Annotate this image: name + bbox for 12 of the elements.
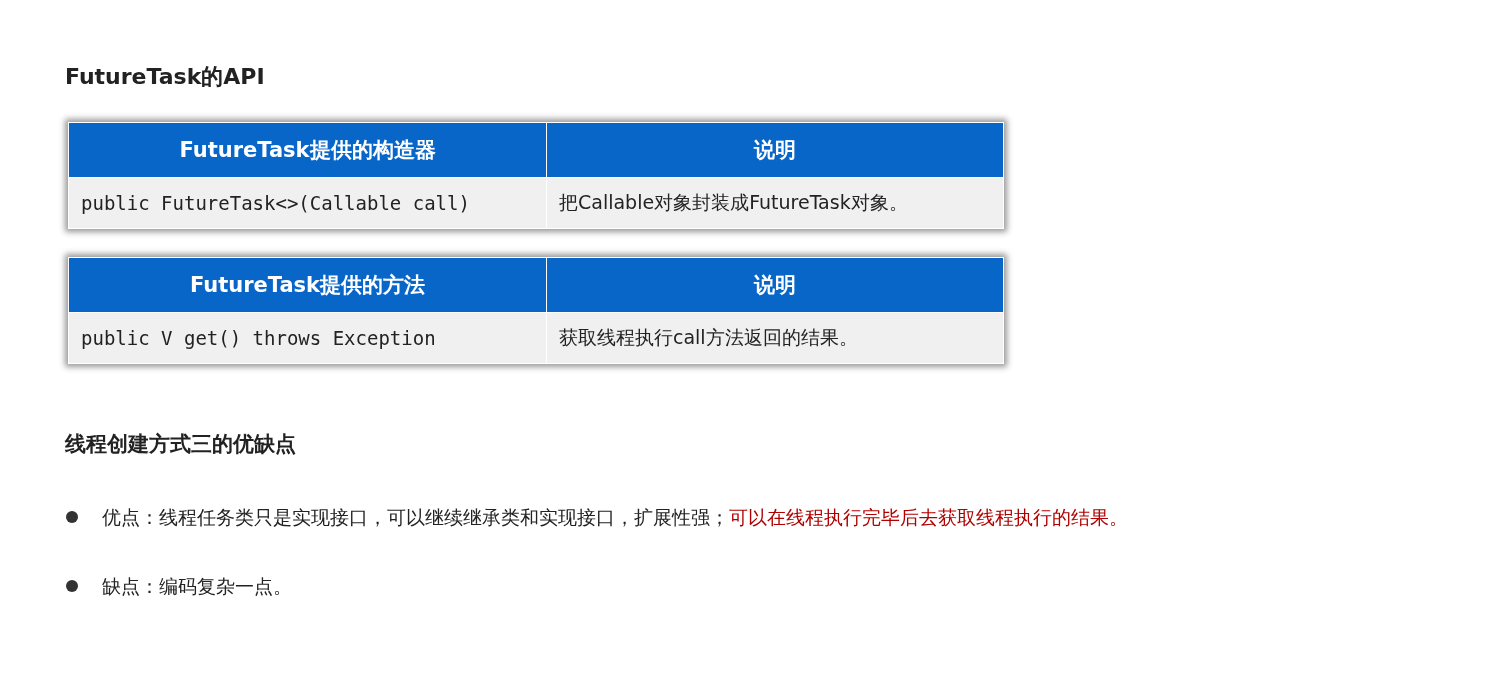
header-cell: FutureTask提供的构造器 (68, 122, 547, 178)
table-cell: 把Callable对象封装成FutureTask对象。 (546, 177, 1004, 229)
table-cell: public FutureTask<>(Callable call) (68, 177, 547, 229)
header-cell: 说明 (546, 122, 1004, 178)
header-cell: FutureTask提供的方法 (68, 257, 547, 313)
slide-title: FutureTask的API (65, 63, 265, 91)
bullet-text: 缺点：编码复杂一点。 (102, 574, 292, 599)
section-heading: 线程创建方式三的优缺点 (65, 431, 296, 458)
header-cell: 说明 (546, 257, 1004, 313)
table-cell: public V get() throws Exception (68, 312, 547, 364)
bullet-text: 优点：线程任务类只是实现接口，可以继续继承类和实现接口，扩展性强；可以在线程执行完毕后去获取线程执行的结果。 (102, 505, 1128, 530)
table-cell: 获取线程执行call方法返回的结果。 (546, 312, 1004, 364)
